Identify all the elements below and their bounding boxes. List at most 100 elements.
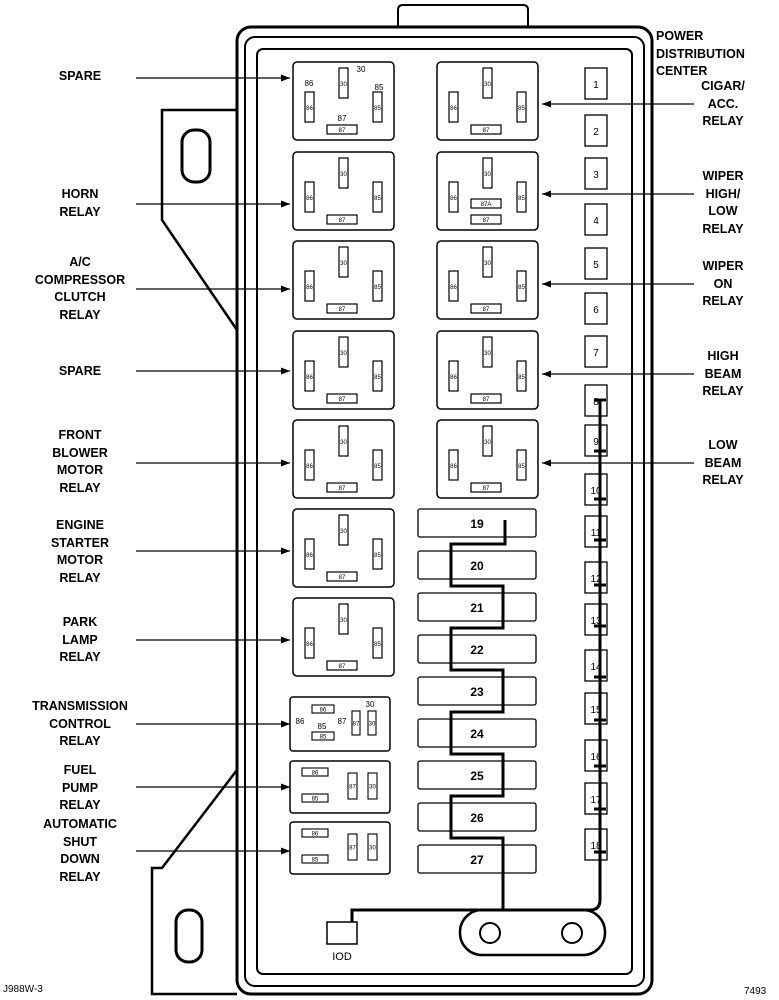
fuse-5[interactable]: 5 xyxy=(584,247,608,280)
terminal-30-label: 30 xyxy=(369,785,376,791)
relay-body xyxy=(292,61,395,141)
terminal-30-label: 30 xyxy=(484,440,491,446)
fuse-27[interactable]: 27 xyxy=(417,844,537,874)
fuse-number: 5 xyxy=(593,260,599,271)
fuse-25[interactable]: 25 xyxy=(417,760,537,790)
relay-body xyxy=(292,330,395,410)
fuse-4[interactable]: 4 xyxy=(584,203,608,236)
terminal-30 xyxy=(367,772,378,800)
fuse-body xyxy=(417,634,537,664)
label-wiper-high-low-relay: WIPER HIGH/ LOW RELAY xyxy=(702,169,744,236)
fuse-body xyxy=(417,550,537,580)
terminal-87 xyxy=(347,772,358,800)
fuse-20[interactable]: 20 xyxy=(417,550,537,580)
terminal-86-ext-label: 86 xyxy=(305,79,314,88)
fuse-body xyxy=(584,203,608,236)
fuse-number: 14 xyxy=(590,662,602,673)
fuse-18[interactable]: 18 xyxy=(584,828,608,861)
label-high-beam-relay: HIGH BEAM RELAY xyxy=(702,349,744,398)
fuse-3[interactable]: 3 xyxy=(584,157,608,190)
terminal-86-label: 86 xyxy=(450,106,457,112)
terminal-86 xyxy=(301,767,329,777)
fuse-number: 11 xyxy=(591,528,602,539)
terminal-30 xyxy=(338,425,349,457)
terminal-87-label: 87 xyxy=(349,846,356,852)
leader-horn-head xyxy=(281,200,290,208)
leader-tcm-head xyxy=(281,720,290,728)
terminal-85 xyxy=(372,627,383,659)
terminal-87-label: 87 xyxy=(483,486,490,492)
terminal-87 xyxy=(326,660,358,671)
terminal-30 xyxy=(367,833,378,861)
fuse-22[interactable]: 22 xyxy=(417,634,537,664)
fuse-body xyxy=(584,335,608,368)
terminal-87 xyxy=(347,833,358,861)
fuse-6[interactable]: 6 xyxy=(584,292,608,325)
terminal-86-label: 86 xyxy=(306,642,313,648)
fuse-19[interactable]: 19 xyxy=(417,508,537,538)
terminal-85-label: 85 xyxy=(374,464,381,470)
terminal-87 xyxy=(470,303,502,314)
fuse-12[interactable]: 12 xyxy=(584,561,608,594)
terminal-86-label: 86 xyxy=(450,464,457,470)
fuse-2[interactable]: 2 xyxy=(584,114,608,147)
terminal-85 xyxy=(516,360,527,392)
terminal-85 xyxy=(301,793,329,803)
terminal-86 xyxy=(304,270,315,302)
fuse-number: 23 xyxy=(470,685,484,699)
terminal-86-label: 86 xyxy=(306,553,313,559)
fuse-number: 1 xyxy=(593,80,599,91)
iod-connector[interactable]: IOD xyxy=(326,921,358,963)
terminal-87-label: 87 xyxy=(339,486,346,492)
terminal-30-label: 30 xyxy=(484,261,491,267)
terminal-30-label: 30 xyxy=(484,172,491,178)
terminal-86-ext-label: 86 xyxy=(296,717,305,726)
terminal-85-label: 85 xyxy=(518,196,525,202)
terminal-30-label: 30 xyxy=(340,172,347,178)
fuse-number: 3 xyxy=(593,170,599,181)
terminal-30 xyxy=(338,246,349,278)
terminal-30 xyxy=(338,67,349,99)
terminal-87-ext-label: 87 xyxy=(338,717,347,726)
terminal-30 xyxy=(482,425,493,457)
fuse-body xyxy=(417,844,537,874)
fuse-13[interactable]: 13 xyxy=(584,603,608,636)
ground-trace xyxy=(449,520,507,910)
fuse-11[interactable]: 11 xyxy=(584,515,608,548)
leader-blower-head xyxy=(281,459,290,467)
label-horn-relay: HORN RELAY xyxy=(59,187,101,219)
fuse-21[interactable]: 21 xyxy=(417,592,537,622)
label-ac-compressor-clutch-relay: A/C COMPRESSOR CLUTCH RELAY xyxy=(34,255,126,322)
label-spare-2: SPARE xyxy=(58,364,102,378)
terminal-85-ext-label: 85 xyxy=(375,83,384,92)
fuse-26[interactable]: 26 xyxy=(417,802,537,832)
fuse-7[interactable]: 7 xyxy=(584,335,608,368)
fuse-1[interactable]: 1 xyxy=(584,67,608,100)
leader-spare-2-head xyxy=(281,367,290,375)
relay-body xyxy=(436,330,539,410)
fuse-number: 26 xyxy=(470,811,484,825)
terminal-85 xyxy=(301,854,329,864)
fuse-23[interactable]: 23 xyxy=(417,676,537,706)
terminal-85-label: 85 xyxy=(518,375,525,381)
fuse-body xyxy=(584,114,608,147)
fuse-body xyxy=(584,292,608,325)
fuse-24[interactable]: 24 xyxy=(417,718,537,748)
fuse-number: 16 xyxy=(590,752,602,763)
terminal-87-ext-label: 87 xyxy=(338,114,347,123)
